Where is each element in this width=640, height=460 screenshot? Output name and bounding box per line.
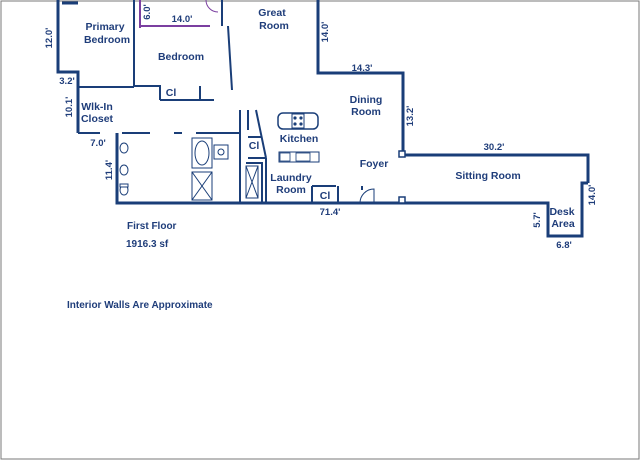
room-label-area: Area [551,218,575,230]
door-swing-icon [205,0,219,13]
wall-dining-right [316,0,405,155]
sink-icon [295,152,311,162]
wall-sitting-bottom [403,181,588,238]
sink-icon [119,164,129,176]
dimension-71-4: 71.4' [320,207,341,218]
room-label-great-room: Room [259,20,289,32]
dimension-10-1: 10.1' [64,97,75,118]
room-label-kitchen: Kitchen [280,133,319,145]
interior-walls [78,0,363,203]
dimension-14-0-great: 14.0' [320,22,331,43]
shower-icon [245,165,259,199]
room-label-closet: Closet [81,113,114,125]
door-swing-icon [359,188,375,204]
room-label-dining: Dining [350,94,383,106]
wall-bedroom-angled [227,25,233,91]
sink-icon [119,142,129,154]
room-label-dining-room: Room [351,106,381,118]
dimension-14-3: 14.3' [352,63,373,74]
walls-note: Interior Walls Are Approximate [67,300,213,311]
room-label-great: Great [258,7,286,19]
toilet-icon [119,183,129,188]
shower-icon [191,171,213,201]
room-label-wlk-in: Wlk-In [81,101,113,113]
range-icon [291,113,305,129]
tub-basin-icon [194,140,210,166]
column-marker [398,150,406,158]
dimension-11-4: 11.4' [104,160,115,180]
room-label-laundry-room: Room [276,184,306,196]
wall-laundry-inner [246,162,263,203]
dimension-14-0-top: 14.0' [172,14,193,25]
room-label-foyer: Foyer [360,158,389,170]
room-label-desk: Desk [549,206,574,218]
dimension-5-7: 5.7' [532,212,543,227]
wall-primary-left [56,0,80,87]
room-label-sitting-room: Sitting Room [455,170,520,182]
room-label-cl-laundry: Cl [320,190,331,202]
floor-name: First Floor [127,221,177,232]
floor-area: 1916.3 sf [126,239,169,250]
dimension-13-2: 13.2' [405,106,416,127]
room-label-primary: Primary [85,21,124,33]
dishwasher-icon [279,152,291,162]
dimension-3-2: 3.2' [59,76,74,87]
wall-kitchen-angled [255,109,267,159]
column-marker [398,196,406,204]
sink-icon [217,148,225,156]
dimension-6-8: 6.8' [556,240,571,251]
room-label-cl-bedroom: Cl [166,87,177,99]
room-label-laundry: Laundry [270,172,312,184]
wall-cl-left [134,85,161,100]
dimension-30-2: 30.2' [484,142,505,153]
dimension-12-0: 12.0' [44,28,55,49]
dimension-14-0-desk: 14.0' [587,185,598,206]
wall-sitting-top [403,153,590,183]
room-label-bedroom: Bedroom [84,34,130,46]
room-label-bedroom-2: Bedroom [158,51,204,63]
room-label-cl-kitchen: Cl [249,140,260,152]
dimension-7-0: 7.0' [90,138,105,149]
dimension-6-0: 6.0' [142,4,153,19]
